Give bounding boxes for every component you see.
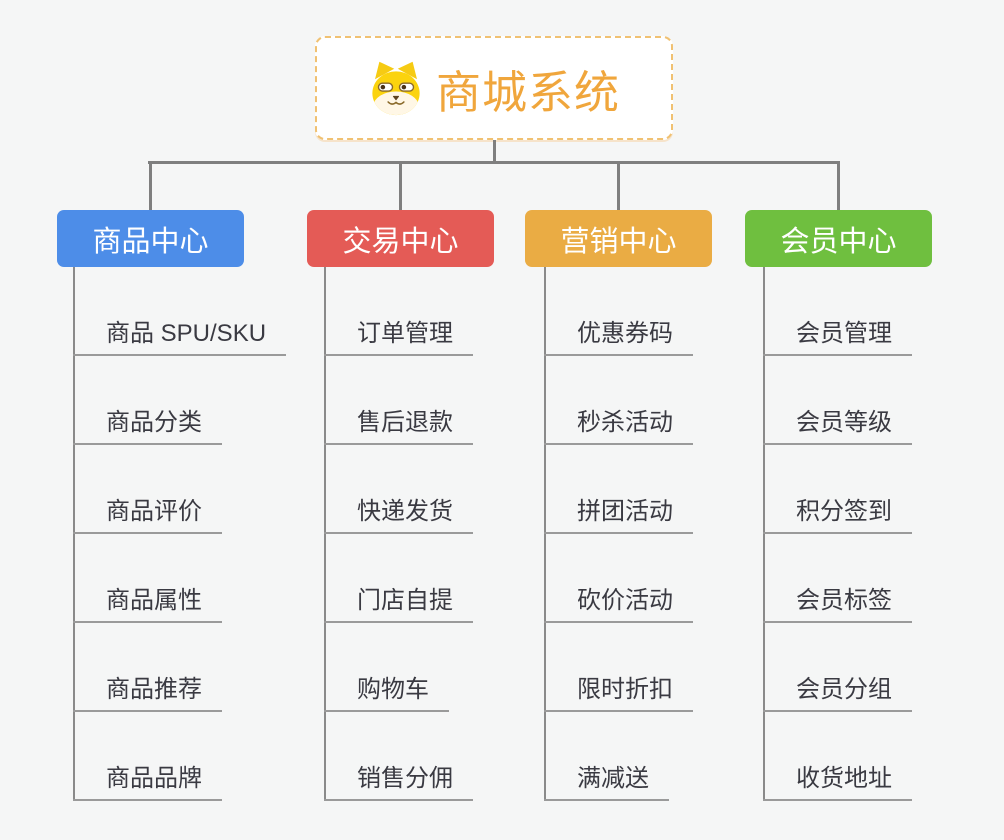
child-topic[interactable]: 订单管理 (324, 267, 473, 356)
connector-drop-branch-4 (837, 161, 840, 211)
child-topic[interactable]: 会员管理 (763, 267, 912, 356)
child-topic[interactable]: 会员等级 (763, 356, 912, 445)
child-topic[interactable]: 商品分类 (73, 356, 222, 445)
child-topic[interactable]: 秒杀活动 (544, 356, 693, 445)
connector-root-stem (493, 140, 496, 162)
child-topic[interactable]: 购物车 (324, 623, 449, 712)
connector-spine-branch-4 (763, 267, 765, 801)
dog-face-icon (372, 61, 420, 116)
connector-drop-branch-1 (149, 161, 152, 211)
branch-topic-member-center[interactable]: 会员中心 (745, 210, 932, 267)
child-topic[interactable]: 满减送 (544, 712, 669, 801)
branch-children-member-center: 会员管理 会员等级 积分签到 会员标签 会员分组 收货地址 (763, 267, 912, 801)
child-topic[interactable]: 会员分组 (763, 623, 912, 712)
child-topic[interactable]: 售后退款 (324, 356, 473, 445)
branch-children-product-center: 商品 SPU/SKU 商品分类 商品评价 商品属性 商品推荐 商品品牌 (73, 267, 287, 801)
child-topic[interactable]: 会员标签 (763, 534, 912, 623)
child-topic[interactable]: 快递发货 (324, 445, 473, 534)
child-topic[interactable]: 优惠券码 (544, 267, 693, 356)
connector-drop-branch-2 (399, 161, 402, 211)
child-topic[interactable]: 限时折扣 (544, 623, 693, 712)
root-topic-title: 商城系统 (435, 66, 620, 118)
child-topic[interactable]: 商品推荐 (73, 623, 222, 712)
child-topic[interactable]: 销售分佣 (324, 712, 473, 801)
root-topic[interactable]: 商城系统 (315, 36, 673, 140)
branch-topic-marketing-center[interactable]: 营销中心 (525, 210, 712, 267)
connector-horizontal (148, 161, 840, 164)
child-topic[interactable]: 积分签到 (763, 445, 912, 534)
child-topic[interactable]: 商品属性 (73, 534, 222, 623)
connector-drop-branch-3 (617, 161, 620, 211)
child-topic[interactable]: 商品 SPU/SKU (73, 267, 287, 356)
branch-topic-trade-center[interactable]: 交易中心 (307, 210, 494, 267)
connector-spine-branch-2 (324, 267, 326, 801)
connector-spine-branch-1 (73, 267, 75, 801)
child-topic[interactable]: 商品品牌 (73, 712, 222, 801)
branch-children-marketing-center: 优惠券码 秒杀活动 拼团活动 砍价活动 限时折扣 满减送 (544, 267, 693, 801)
child-topic[interactable]: 砍价活动 (544, 534, 693, 623)
child-topic[interactable]: 拼团活动 (544, 445, 693, 534)
child-topic[interactable]: 收货地址 (763, 712, 912, 801)
child-topic[interactable]: 门店自提 (324, 534, 473, 623)
connector-spine-branch-3 (544, 267, 546, 801)
child-topic[interactable]: 商品评价 (73, 445, 222, 534)
branch-children-trade-center: 订单管理 售后退款 快递发货 门店自提 购物车 销售分佣 (324, 267, 473, 801)
branch-topic-product-center[interactable]: 商品中心 (57, 210, 244, 267)
